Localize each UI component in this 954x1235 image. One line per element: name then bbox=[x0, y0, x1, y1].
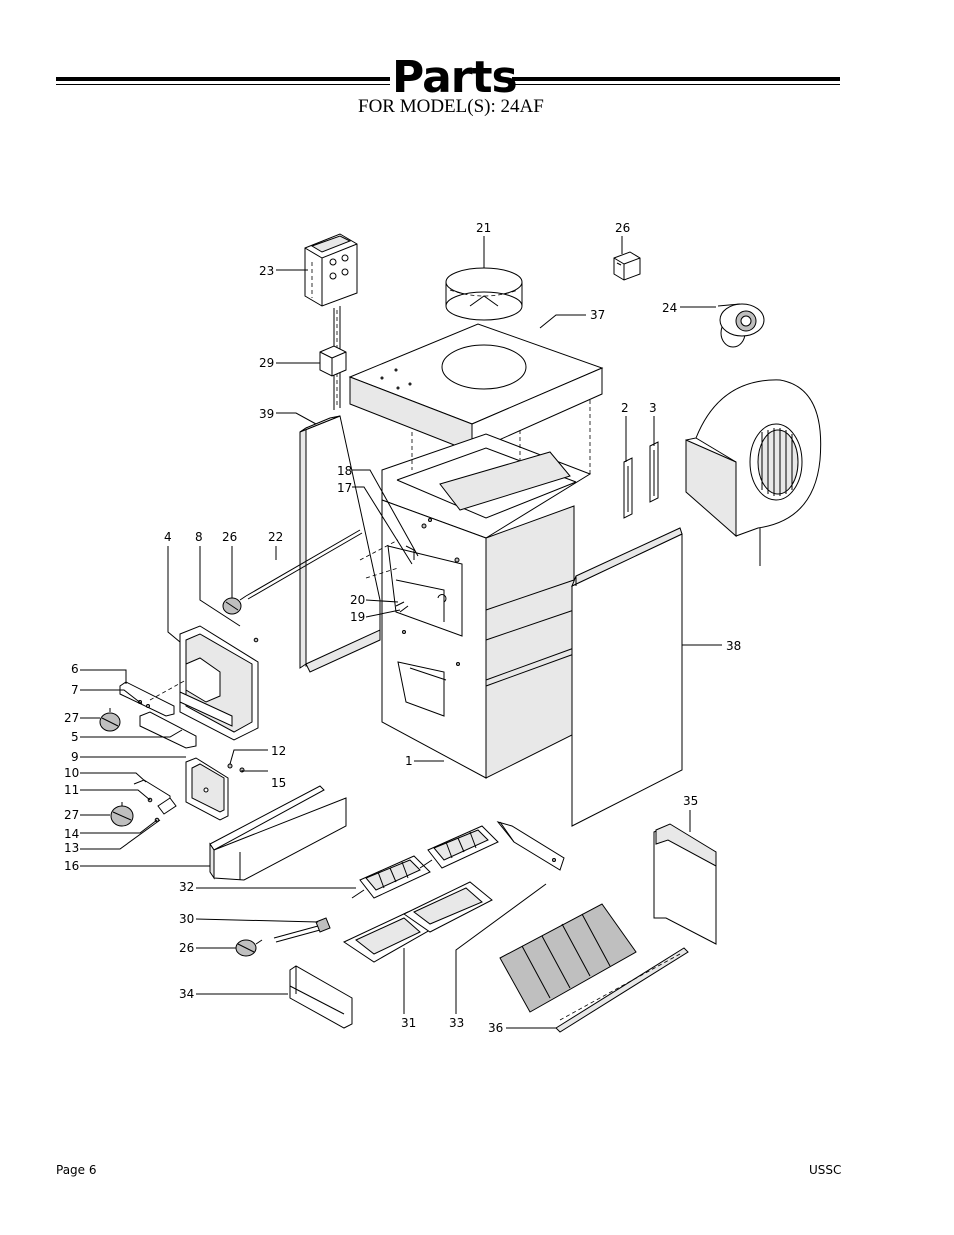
part-filter-frame bbox=[653, 823, 717, 945]
callout-labels: 21 26 23 24 37 29 39 2 3 18 17 4 8 26 22… bbox=[64, 221, 741, 1035]
callout-20: 20 bbox=[350, 593, 365, 607]
callout-28: 29 bbox=[259, 356, 274, 370]
callout-13: 13 bbox=[64, 841, 79, 855]
callout-1: 1 bbox=[405, 754, 413, 768]
callout-31: 32 bbox=[179, 880, 194, 894]
callout-10: 10 bbox=[64, 766, 79, 780]
callout-7: 7 bbox=[71, 683, 79, 697]
callout-36: 37 bbox=[590, 308, 605, 322]
callout-12: 12 bbox=[271, 744, 286, 758]
callout-2: 2 bbox=[621, 401, 629, 415]
part-rod bbox=[245, 529, 363, 600]
part-cabinet bbox=[359, 400, 592, 779]
part-manifold-shield bbox=[209, 785, 347, 881]
callout-16: 16 bbox=[64, 859, 79, 873]
part-inducer-motor bbox=[717, 303, 765, 348]
callout-15: 15 bbox=[271, 776, 286, 790]
callout-30: 31 bbox=[401, 1016, 416, 1030]
header-rule-right bbox=[512, 77, 840, 85]
callout-26-upper: 26 bbox=[222, 530, 237, 544]
part-orifice-upper bbox=[222, 595, 247, 615]
part-limit-switch bbox=[613, 251, 641, 281]
part-knob-upper bbox=[99, 708, 121, 732]
callout-35: 36 bbox=[488, 1021, 503, 1035]
callout-8: 8 bbox=[195, 530, 203, 544]
part-junction-box bbox=[319, 345, 347, 377]
callout-34: 35 bbox=[683, 794, 698, 808]
part-flue-collar bbox=[445, 267, 523, 321]
part-burner-door bbox=[133, 757, 245, 823]
callout-27-upper: 27 bbox=[64, 711, 79, 725]
part-front-panel bbox=[571, 527, 683, 827]
callout-32: 33 bbox=[449, 1016, 464, 1030]
page-header: Parts bbox=[0, 52, 954, 108]
callout-4: 4 bbox=[164, 530, 172, 544]
part-pilot bbox=[273, 917, 331, 943]
callout-22: 22 bbox=[268, 530, 283, 544]
callout-37: 38 bbox=[726, 639, 741, 653]
callout-29: 30 bbox=[179, 912, 194, 926]
header-rule-left bbox=[56, 77, 390, 85]
footer-company: USSC bbox=[809, 1163, 842, 1177]
callout-14: 14 bbox=[64, 827, 79, 841]
callout-27-lower: 27 bbox=[64, 808, 79, 822]
part-door-brackets bbox=[119, 679, 197, 749]
part-orifice-lower bbox=[235, 939, 263, 957]
part-burners bbox=[351, 825, 499, 899]
callout-3: 3 bbox=[649, 401, 657, 415]
part-blower bbox=[685, 379, 822, 538]
part-filter bbox=[499, 903, 689, 1033]
model-subtitle: FOR MODEL(S): 24AF bbox=[358, 96, 544, 117]
page-number: Page 6 bbox=[56, 1163, 97, 1177]
part-brackets bbox=[623, 441, 659, 519]
part-knob-lower bbox=[110, 802, 134, 827]
callout-26-lower: 26 bbox=[179, 941, 194, 955]
part-burner-trays bbox=[342, 881, 493, 963]
callout-5: 5 bbox=[71, 730, 79, 744]
callout-6: 6 bbox=[71, 662, 79, 676]
callout-18: 18 bbox=[337, 464, 352, 478]
part-side-panel bbox=[299, 415, 381, 673]
callout-24: 24 bbox=[662, 301, 677, 315]
callout-25: 26 bbox=[615, 221, 630, 235]
part-top-panel bbox=[348, 323, 604, 453]
callout-23: 23 bbox=[259, 264, 274, 278]
part-channel bbox=[289, 965, 353, 1029]
part-control-box bbox=[304, 233, 358, 307]
leader-lines bbox=[80, 236, 761, 1029]
callout-9: 9 bbox=[71, 750, 79, 764]
callout-17: 17 bbox=[337, 481, 352, 495]
part-access-door bbox=[179, 625, 259, 741]
callout-11: 11 bbox=[64, 783, 79, 797]
callout-38: 39 bbox=[259, 407, 274, 421]
callout-33: 34 bbox=[179, 987, 194, 1001]
callout-19: 19 bbox=[350, 610, 365, 624]
callout-21: 21 bbox=[476, 221, 491, 235]
part-heat-shield bbox=[496, 821, 565, 871]
page-title: Parts bbox=[392, 52, 518, 103]
